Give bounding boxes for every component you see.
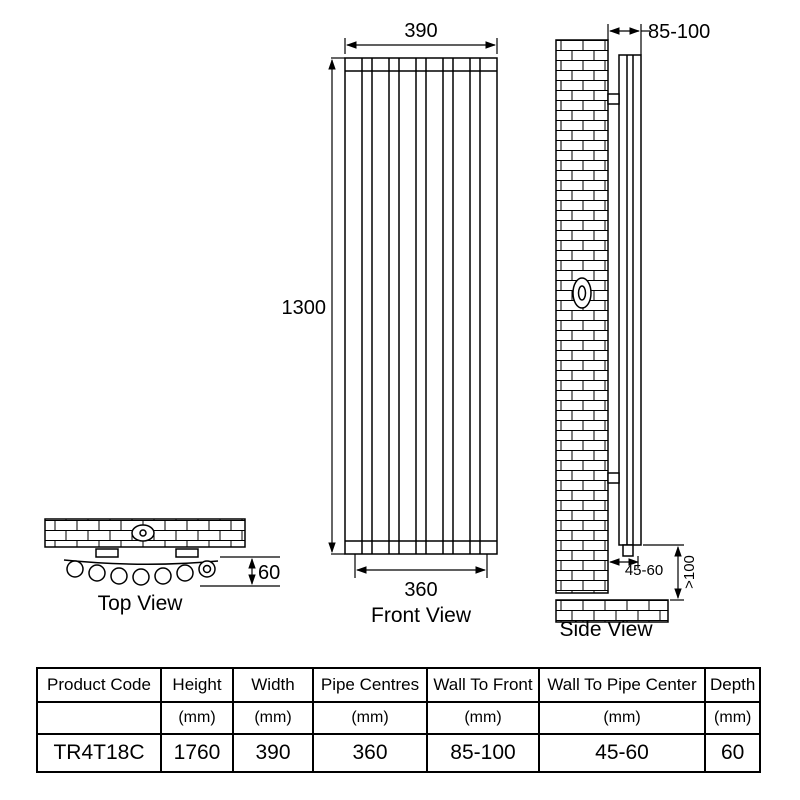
units-product-code [36,701,162,735]
top-left-bracket [95,548,119,558]
top-tube-2 [88,564,106,582]
top-tube-5 [154,567,172,585]
side-wall-to-pipe-dim-label: 45-60 [625,562,663,579]
units-depth: (mm) [703,701,762,735]
side-top-bracket [607,93,620,105]
header-height: Height [160,667,234,703]
front-pipe-centres-dim-label: 360 [404,579,437,601]
top-wall-fixing-inner [139,529,147,537]
side-wall-to-front-dim-label: 85-100 [648,21,710,43]
top-depth-dim-label: 60 [258,562,280,584]
top-view-label: Top View [98,592,184,615]
front-tube-edges [361,58,481,554]
header-wall-to-pipe-center: Wall To Pipe Center [538,667,706,703]
units-height: (mm) [160,701,234,735]
header-product-code: Product Code [36,667,162,703]
side-floor-clearance-dim-label: >100 [681,555,698,589]
side-radiator-inner-lines [626,55,634,545]
units-wall-to-pipe-center: (mm) [538,701,706,735]
side-wall-fixing-inner [577,285,587,301]
side-radiator-profile [618,54,642,546]
front-view-label: Front View [371,604,472,627]
spec-table-values-row: TR4T18C 1760 390 360 85-100 45-60 60 [36,733,762,773]
side-floor-brick [555,599,669,623]
side-wall-brick [555,39,609,594]
value-wall-to-front: 85-100 [426,733,540,773]
header-width: Width [232,667,314,703]
top-tube-4 [132,568,150,586]
value-wall-to-pipe-center: 45-60 [538,733,706,773]
units-pipe-centres: (mm) [312,701,428,735]
top-dimension-lines [200,556,280,587]
front-radiator-body [344,57,498,555]
top-valve-detail [202,564,212,574]
front-view-drawing [344,57,498,555]
side-bottom-bracket [607,472,620,484]
top-view-drawing [44,518,246,586]
header-wall-to-front: Wall To Front [426,667,540,703]
side-view-label: Side View [559,618,653,641]
technical-drawing: 390 1300 360 Front View [44,20,710,641]
header-depth: Depth [703,667,762,703]
top-right-bracket [175,548,199,558]
value-depth: 60 [703,733,762,773]
spec-table: Product Code Height Width Pipe Centres W… [36,667,762,773]
front-dimension-lines [328,38,498,578]
units-wall-to-front: (mm) [426,701,540,735]
side-view-drawing [555,39,669,623]
top-tube-3 [110,567,128,585]
top-radiator-curve [63,559,219,566]
value-height: 1760 [160,733,234,773]
front-height-dim-label: 1300 [282,297,327,319]
side-pipe-stub [622,544,634,557]
spec-table-units-row: (mm) (mm) (mm) (mm) (mm) (mm) [36,701,762,735]
top-tube-6 [176,564,194,582]
side-dimension-lines [607,24,684,601]
units-width: (mm) [232,701,314,735]
front-width-dim-label: 390 [404,20,437,42]
top-tube-1 [66,560,84,578]
value-width: 390 [232,733,314,773]
header-pipe-centres: Pipe Centres [312,667,428,703]
spec-table-header-row: Product Code Height Width Pipe Centres W… [36,667,762,703]
value-product-code: TR4T18C [36,733,162,773]
value-pipe-centres: 360 [312,733,428,773]
